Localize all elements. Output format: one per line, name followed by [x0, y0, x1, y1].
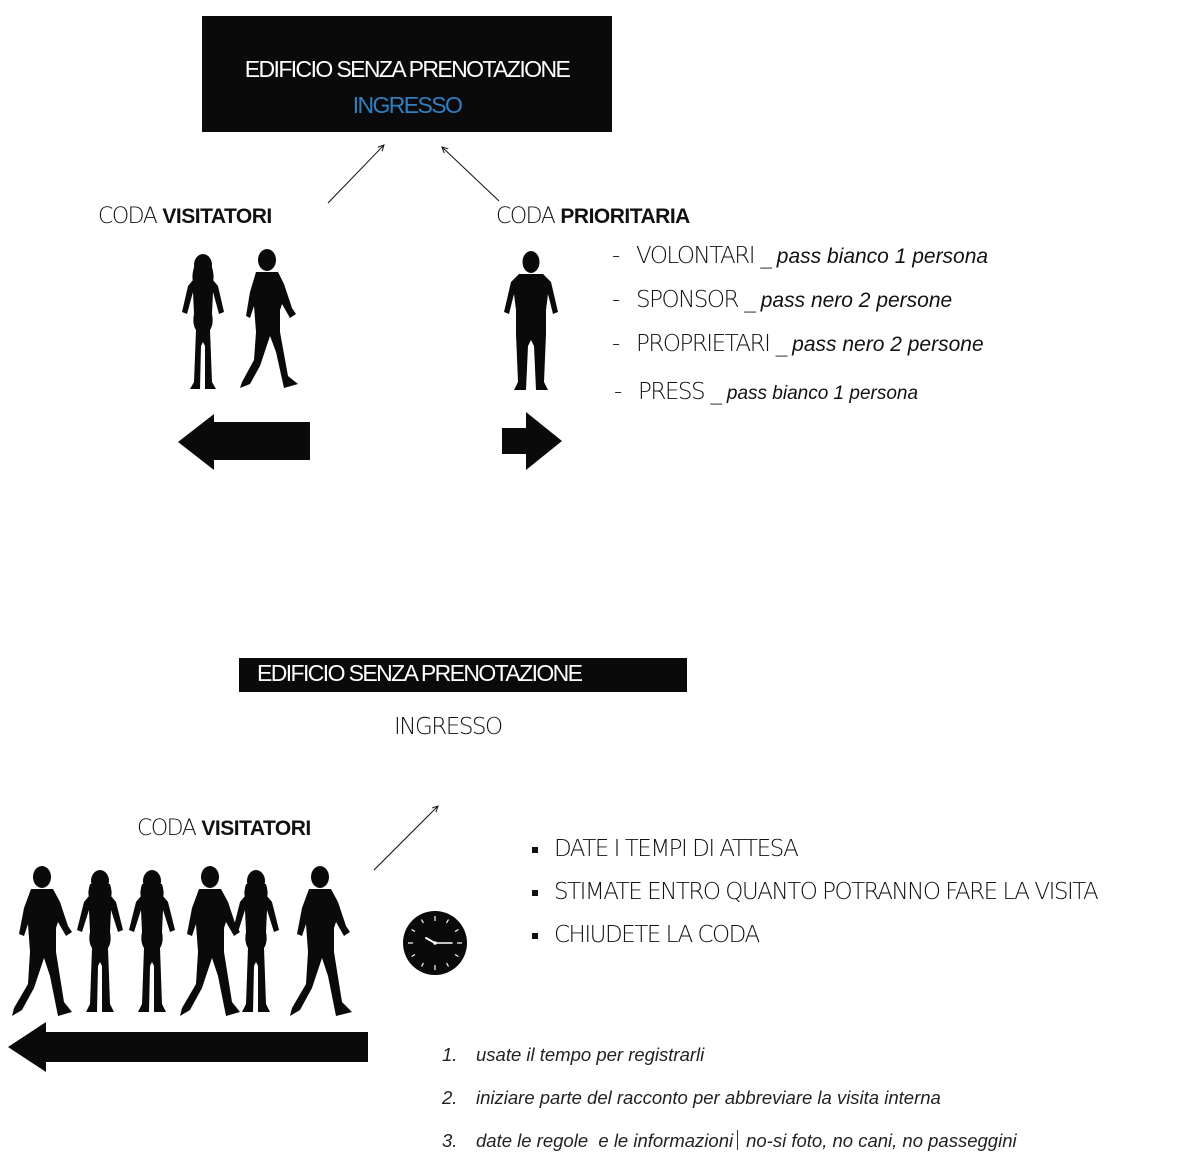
entrance-label: INGRESSO [394, 714, 503, 740]
item-note: pass nero 2 persone [760, 289, 953, 312]
visitor-queue-title: CODA VISITATORI [98, 203, 272, 229]
dash: - [614, 379, 622, 405]
bullet-icon [532, 847, 538, 853]
item-note: pass bianco 1 persona [726, 383, 919, 404]
priority-queue-title: CODA PRIORITARIA [496, 203, 690, 229]
instruction-text: STIMATE ENTRO QUANTO POTRANNO FARE LA VI… [554, 879, 1099, 905]
queue-prefix: CODA [98, 204, 158, 229]
tip-number: 2. [442, 1087, 458, 1108]
entrance-box-top: EDIFICIO SENZA PRENOTAZIONE INGRESSO [202, 16, 612, 132]
instruction-text: DATE I TEMPI DI ATTESA [554, 836, 799, 862]
entrance-title: EDIFICIO SENZA PRENOTAZIONE [257, 660, 583, 686]
man-standing-silhouette-icon [504, 251, 558, 390]
item-sep: _ [744, 287, 756, 313]
instruction-text: CHIUDETE LA CODA [554, 922, 760, 948]
list-item: -SPONSOR _ pass nero 2 persone [612, 286, 952, 313]
clock-icon [403, 911, 467, 975]
queue-prefix: CODA [137, 816, 197, 841]
list-item: 1. usate il tempo per registrarli [442, 1044, 704, 1066]
crowd-silhouette-icon [12, 866, 352, 1016]
list-item: 2. iniziare parte del racconto per abbrev… [442, 1087, 941, 1109]
item-name: VOLONTARI [636, 243, 756, 269]
list-item: 3. date le regole e le informazioni no-si … [442, 1130, 1017, 1152]
man-walking-silhouette-icon [240, 249, 298, 388]
entrance-title: EDIFICIO SENZA PRENOTAZIONE [244, 56, 571, 82]
list-item: -PRESS _ pass bianco 1 persona [614, 378, 918, 405]
woman-silhouette-icon [182, 254, 224, 389]
arrow-left-icon [8, 1022, 368, 1072]
list-item: -PROPRIETARI _ pass nero 2 persone [612, 330, 984, 357]
bullet-icon [532, 933, 538, 939]
tip-text: iniziare parte del racconto per abbrevia… [476, 1087, 941, 1108]
item-sep: _ [760, 243, 772, 269]
tip-text: usate il tempo per registrarli [476, 1044, 705, 1065]
item-note: pass bianco 1 persona [776, 245, 989, 268]
queue-label: VISITATORI [162, 205, 272, 228]
list-item: -VOLONTARI _ pass bianco 1 persona [612, 242, 988, 269]
dash: - [612, 243, 620, 269]
tip-text-detail: no-si foto, no cani, no passeggini [746, 1130, 1017, 1151]
tip-number: 1. [442, 1044, 458, 1065]
item-note: pass nero 2 persone [792, 333, 984, 356]
bullet-icon [532, 890, 538, 896]
arrow-right-icon [502, 412, 562, 470]
dash: - [612, 331, 620, 357]
queue-label: VISITATORI [201, 817, 311, 840]
separator [737, 1130, 739, 1150]
item-name: SPONSOR [636, 287, 739, 313]
item-name: PRESS [638, 379, 706, 405]
entrance-box-bottom: EDIFICIO SENZA PRENOTAZIONE [239, 658, 687, 692]
tip-number: 3. [442, 1130, 458, 1151]
arrow-left-icon [178, 414, 310, 470]
item-name: PROPRIETARI [636, 331, 771, 357]
queue-prefix: CODA [496, 204, 556, 229]
item-sep: _ [710, 379, 722, 405]
queue-label: PRIORITARIA [560, 205, 690, 228]
entrance-label: INGRESSO [352, 92, 463, 118]
tip-text: date le regole e le informazioni [476, 1130, 734, 1151]
item-sep: _ [775, 331, 788, 357]
dash: - [612, 287, 620, 313]
visitor-queue-title: CODA VISITATORI [137, 815, 311, 841]
